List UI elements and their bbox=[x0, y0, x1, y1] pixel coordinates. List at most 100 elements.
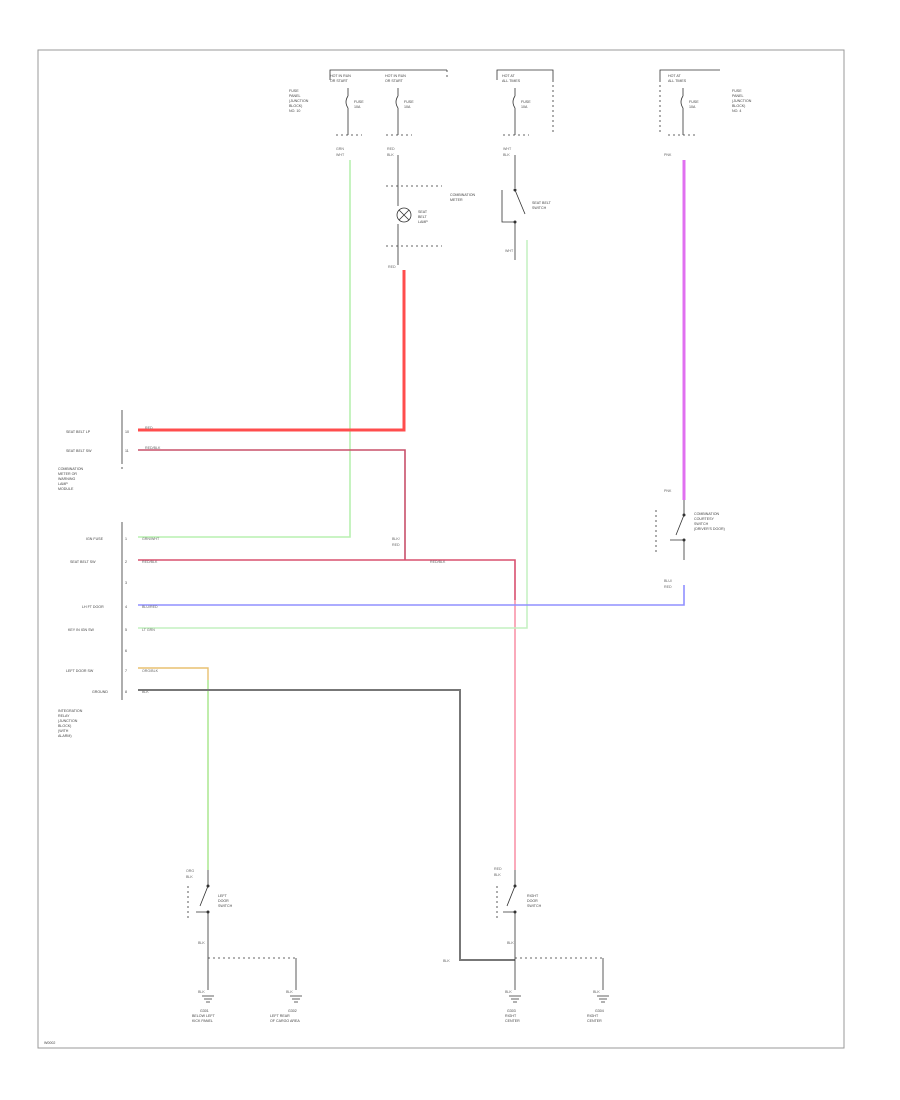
ldoor-tag-top-2: BLK bbox=[186, 875, 193, 879]
fuse-4-amps: 10A bbox=[689, 105, 696, 109]
fuse-4-desc-2: PANEL bbox=[732, 94, 744, 98]
g301-loc-1: BELOW LEFT bbox=[192, 1014, 216, 1018]
lower-module-label-3: (JUNCTION bbox=[58, 719, 78, 723]
comb-meter-label-2: METER bbox=[450, 198, 463, 202]
g303-wire: BLK bbox=[505, 990, 512, 994]
pin-7-name: LEFT DOOR SW bbox=[66, 669, 94, 673]
gnd-blk-tag: BLK bbox=[443, 959, 450, 963]
fuse-3-label: FUSE bbox=[521, 100, 531, 104]
wire-tag-pnk: PNK bbox=[664, 153, 672, 157]
pin-4-num: 4 bbox=[125, 605, 127, 609]
fuse-4-label: FUSE bbox=[689, 100, 699, 104]
integration-relay-module: 1 IGN FUSE GRN/WHT 2 SEAT BELT SW RED/BL… bbox=[58, 522, 160, 738]
ground-g304: BLK G304 RIGHT CENTER bbox=[587, 990, 609, 1023]
g304-loc-1: RIGHT bbox=[587, 1014, 599, 1018]
g304-wire: BLK bbox=[593, 990, 600, 994]
g302-wire: BLK bbox=[286, 990, 293, 994]
ldoor-label-2: DOOR bbox=[218, 899, 229, 903]
fuse-3-sub: ALL TIMES bbox=[502, 79, 521, 83]
seat-belt-lamp: SEAT BELT LAMP RED bbox=[386, 155, 442, 269]
rdoor-tag-bot: BLK bbox=[507, 941, 514, 945]
pin-10-wire: RED bbox=[145, 426, 153, 430]
fuse-2-header: HOT IN RUN bbox=[385, 74, 406, 78]
courtesy-wire-tag: PNK bbox=[664, 489, 672, 493]
rdoor-tag-top-2: BLK bbox=[494, 873, 501, 877]
seat-belt-switch: COMBINATION METER SEAT BELT SWITCH WHT bbox=[450, 155, 552, 260]
fuse-panel-desc-5: NO. 10 bbox=[289, 109, 300, 113]
lamp-label-3: LAMP bbox=[418, 220, 428, 224]
ldoor-tag-top: ORG bbox=[186, 869, 194, 873]
pin-4-wire: BLU/RED bbox=[142, 605, 158, 609]
fuse-panel-desc-2: PANEL bbox=[289, 94, 301, 98]
g301-label: G301 bbox=[200, 1009, 209, 1013]
g303-loc-2: CENTER bbox=[505, 1019, 520, 1023]
wire-tag-wht-2: BLK bbox=[503, 153, 510, 157]
lower-module-label-2: RELAY bbox=[58, 714, 70, 718]
lower-module-label-4: BLOCK) bbox=[58, 724, 71, 728]
g302-loc-2: OF CARGO AREA bbox=[270, 1019, 300, 1023]
pin-5-num: 5 bbox=[125, 628, 127, 632]
lower-module-label-5: (WITH bbox=[58, 729, 69, 733]
lamp-bulb-icon bbox=[396, 207, 412, 223]
wire-tag-red: RED bbox=[387, 147, 395, 151]
fuse-4-desc-3: (JUNCTION bbox=[732, 99, 752, 103]
pin-2-name: SEAT BELT SW bbox=[70, 560, 96, 564]
buckle-sw-label-1: SEAT BELT bbox=[532, 201, 552, 205]
lamp-label-2: BELT bbox=[418, 215, 428, 219]
g301-wire: BLK bbox=[198, 990, 205, 994]
courtesy-label-4: (DRIVER'S DOOR) bbox=[694, 527, 725, 531]
fuse-panel-desc-4: BLOCK) bbox=[289, 104, 302, 108]
courtesy-label-1: COMBINATION bbox=[694, 512, 719, 516]
g302-label: G302 bbox=[288, 1009, 297, 1013]
g303-label: G303 bbox=[507, 1009, 516, 1013]
pin-8-num: 8 bbox=[125, 690, 127, 694]
ground-g301: BLK G301 BELOW LEFT KICK PANEL bbox=[192, 990, 216, 1023]
wire-tag-grn-2: WHT bbox=[336, 153, 345, 157]
wire-tag-red-2: BLK bbox=[387, 153, 394, 157]
fuse-4-desc-1: FUSE bbox=[732, 89, 742, 93]
courtesy-label-3: SWITCH bbox=[694, 522, 709, 526]
pin-1-num: 1 bbox=[125, 537, 127, 541]
comb-meter-label-1: COMBINATION bbox=[450, 193, 475, 197]
rdoor-label-1: RIGHT bbox=[527, 894, 539, 898]
ground-g302: BLK G302 LEFT REAR OF CARGO AREA bbox=[270, 990, 302, 1023]
ldoor-tag-bot: BLK bbox=[198, 941, 205, 945]
pin-11-wire: RED/BLK bbox=[145, 446, 161, 450]
g301-loc-2: KICK PANEL bbox=[192, 1019, 213, 1023]
fuse-1-sub: OR START bbox=[330, 79, 349, 83]
pin-5-wire: LT GRN bbox=[142, 628, 155, 632]
wire-blk-gnd bbox=[138, 689, 515, 961]
courtesy-switch-drivers-door: PNK COMBINATION COURTESY SWITCH (DRIVER'… bbox=[655, 489, 725, 589]
fuse-3-amps: 10A bbox=[521, 105, 528, 109]
fuse-panel-desc-1: FUSE bbox=[289, 89, 299, 93]
lamp-wire-tag: RED bbox=[388, 265, 396, 269]
lower-module-label-1: INTEGRATION bbox=[58, 709, 83, 713]
fuse-box-upper-right: HOT AT ALL TIMES FUSE 10A FUSE PANEL (JU… bbox=[659, 69, 752, 136]
buckle-wire-tag: WHT bbox=[505, 249, 514, 253]
ldoor-label-3: SWITCH bbox=[218, 904, 233, 908]
rdoor-label-2: DOOR bbox=[527, 899, 538, 903]
pin-7-wire: ORG/BLK bbox=[142, 669, 159, 673]
g302-loc-1: LEFT REAR bbox=[270, 1014, 290, 1018]
wire-red-blk-upper bbox=[138, 449, 406, 560]
wire-red bbox=[138, 270, 406, 432]
fuse-1-label: FUSE bbox=[354, 100, 364, 104]
rdoor-label-3: SWITCH bbox=[527, 904, 542, 908]
wire-grn-wht bbox=[138, 160, 351, 538]
buckle-sw-label-2: SWITCH bbox=[532, 206, 547, 210]
combination-meter-module: 10 SEAT BELT LP RED 11 SEAT BELT SW RED/… bbox=[58, 410, 161, 491]
fuse-box-upper-middle: HOT AT ALL TIMES FUSE 10A bbox=[496, 69, 554, 136]
pin-6-num: 6 bbox=[125, 649, 127, 653]
pin-4-name: LH FT DOOR bbox=[82, 605, 104, 609]
pin-8-wire: BLK bbox=[142, 690, 149, 694]
pin-2-wire: RED/BLK bbox=[142, 560, 158, 564]
fuse-box-upper-left: HOT IN RUN OR START HOT IN RUN OR START … bbox=[289, 69, 448, 136]
lamp-label-1: SEAT bbox=[418, 210, 428, 214]
wire-tag-red-blk-mid: RED/BLK bbox=[430, 560, 446, 564]
fuse-4-desc-5: NO. 4 bbox=[732, 109, 741, 113]
fuse-4-desc-4: BLOCK) bbox=[732, 104, 745, 108]
fuse-2-amps: 10A bbox=[404, 105, 411, 109]
pin-11-num: 11 bbox=[125, 449, 129, 453]
ground-g303: BLK G303 RIGHT CENTER bbox=[505, 990, 521, 1023]
